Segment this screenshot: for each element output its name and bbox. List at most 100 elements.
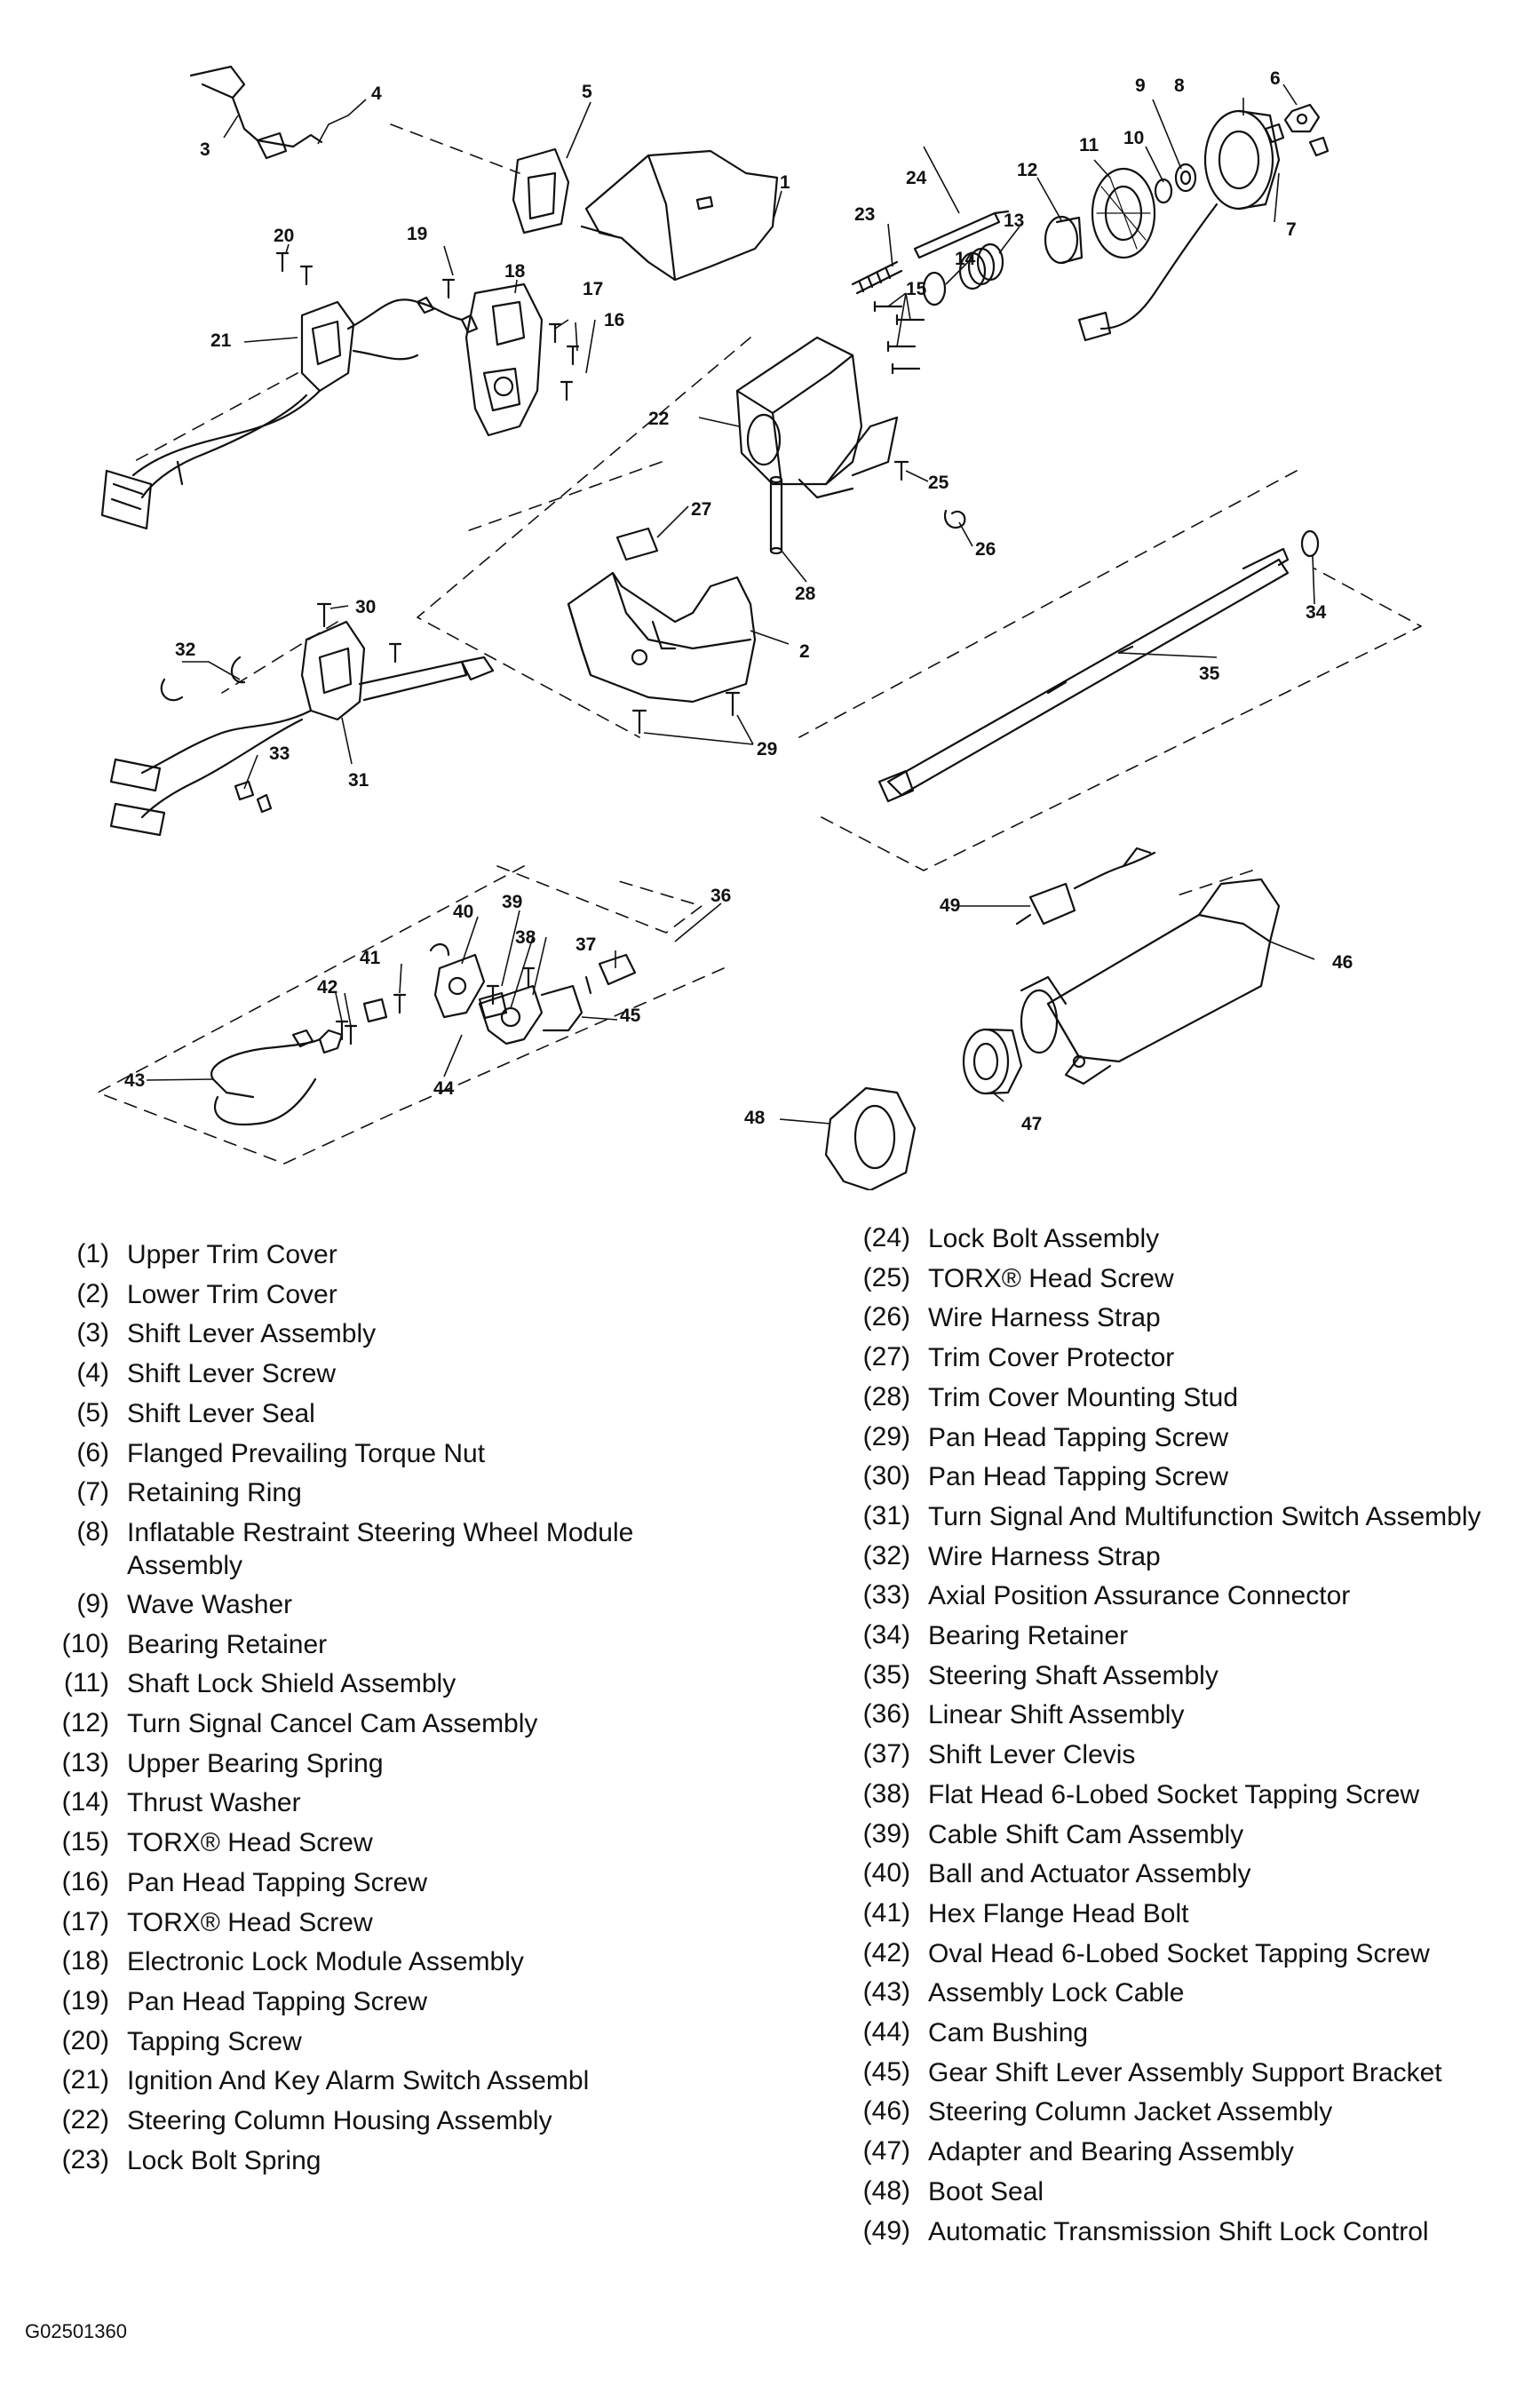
legend-item: (14) Thrust Washer xyxy=(25,1783,735,1823)
legend-item-number: (44) xyxy=(862,2017,910,2047)
callout-6: 6 xyxy=(1270,68,1281,89)
legend-item-number: (37) xyxy=(862,1739,910,1769)
ignition-switch-harness xyxy=(100,296,479,530)
legend-item: (19)Pan Head Tapping Screw xyxy=(25,1982,735,2022)
legend-item: (40)Ball and Actuator Assembly xyxy=(826,1854,1536,1894)
legend-item-number: (33) xyxy=(862,1580,910,1610)
legend-item-number: (8) xyxy=(76,1516,109,1546)
legend-item-label: Wire Harness Strap xyxy=(928,1541,1161,1571)
legend-item-number: (10) xyxy=(61,1628,109,1658)
parts-legend-right: (24)Lock Bolt Assembly(25)TORX® Head Scr… xyxy=(826,1219,1536,2251)
legend-item-label: Wave Washer xyxy=(127,1589,293,1619)
legend-item-number: (36) xyxy=(862,1699,910,1729)
legend-item-label: Lock Bolt Spring xyxy=(127,2145,321,2175)
legend-item-label: Cable Shift Cam Assembly xyxy=(928,1819,1244,1849)
legend-item-label: Inflatable Restraint Steering Wheel Modu… xyxy=(127,1517,634,1580)
callout-42: 42 xyxy=(317,977,337,998)
legend-item: (6)Flanged Prevailing Torque Nut xyxy=(25,1434,735,1474)
callout-46: 46 xyxy=(1332,952,1353,973)
legend-item-number: (20) xyxy=(61,2025,109,2055)
inflatable-restraint-module xyxy=(1077,109,1281,342)
legend-item-label: Bearing Retainer xyxy=(127,1629,328,1659)
shift-lever-assembly xyxy=(189,65,323,160)
callout-40: 40 xyxy=(453,902,473,922)
legend-item-label: Trim Cover Mounting Stud xyxy=(928,1382,1239,1412)
legend-item-label: Shift Lever Assembly xyxy=(127,1319,377,1349)
callout-43: 43 xyxy=(124,1070,145,1091)
callout-49: 49 xyxy=(940,895,960,916)
legend-item-number: (18) xyxy=(61,1946,109,1976)
callout-13: 13 xyxy=(1004,211,1024,231)
legend-item-label: Tapping Screw xyxy=(127,2026,302,2056)
legend-item: (27) Trim Cover Protector xyxy=(826,1338,1536,1378)
legend-item: (24)Lock Bolt Assembly xyxy=(826,1219,1536,1259)
legend-item-label: Shift Lever Seal xyxy=(127,1398,315,1428)
lock-bolt-assembly xyxy=(851,210,1010,295)
legend-item-label: Gear Shift Lever Assembly Support Bracke… xyxy=(928,2057,1442,2087)
callout-9: 9 xyxy=(1135,76,1146,96)
callout-23: 23 xyxy=(854,204,875,225)
callout-32: 32 xyxy=(175,640,195,660)
dashed-outlines xyxy=(97,123,1422,1165)
legend-item: (1)Upper Trim Cover xyxy=(25,1235,735,1275)
legend-item-number: (14) xyxy=(61,1787,109,1817)
legend-item: (39)Cable Shift Cam Assembly xyxy=(826,1815,1536,1855)
axial-position-connector xyxy=(234,780,255,801)
legend-item-label: Shaft Lock Shield Assembly xyxy=(127,1669,456,1699)
legend-item: (20) Tapping Screw xyxy=(25,2022,735,2062)
legend-item: (33) Axial Position Assurance Connector xyxy=(826,1576,1536,1616)
callout-2: 2 xyxy=(799,641,810,662)
legend-item: (26)Wire Harness Strap xyxy=(826,1298,1536,1338)
callout-38: 38 xyxy=(515,927,536,948)
trim-cover-mounting-stud xyxy=(769,475,783,555)
legend-item: (18)Electronic Lock Module Assembly xyxy=(25,1942,735,1982)
callout-3: 3 xyxy=(200,139,210,160)
legend-item: (7)Retaining Ring xyxy=(25,1473,735,1513)
legend-item-number: (25) xyxy=(862,1262,910,1292)
callout-14: 14 xyxy=(955,249,976,269)
callout-41: 41 xyxy=(360,948,381,968)
callout-36: 36 xyxy=(710,886,731,906)
legend-item-label: Steering Shaft Assembly xyxy=(928,1660,1219,1690)
legend-item-label: Ignition And Key Alarm Switch Assembl xyxy=(127,2066,590,2096)
legend-item-label: Lower Trim Cover xyxy=(127,1279,337,1309)
legend-item-label: Pan Head Tapping Screw xyxy=(127,1867,427,1897)
adapter-bearing-assembly xyxy=(962,1028,1023,1095)
legend-item: (15)TORX® Head Screw xyxy=(25,1823,735,1863)
callout-44: 44 xyxy=(433,1078,455,1099)
legend-item-number: (3) xyxy=(76,1318,109,1348)
callout-15: 15 xyxy=(906,279,927,299)
legend-item: (11)Shaft Lock Shield Assembly xyxy=(25,1664,735,1704)
callout-7: 7 xyxy=(1286,219,1297,240)
legend-item: (31)Turn Signal And Multifunction Switch… xyxy=(826,1497,1536,1537)
callout-16: 16 xyxy=(604,310,624,330)
legend-item-number: (12) xyxy=(61,1708,109,1738)
shaft-lock-shield xyxy=(1091,167,1156,259)
figure-code: G02501360 xyxy=(25,2320,127,2342)
legend-item: (8) Inflatable Restraint Steering Wheel M… xyxy=(25,1513,735,1585)
legend-item-label: Trim Cover Protector xyxy=(928,1343,1175,1373)
steering-column-housing xyxy=(735,336,899,499)
legend-item-label: TORX® Head Screw xyxy=(127,1907,373,1937)
legend-item: (23)Lock Bolt Spring xyxy=(25,2141,735,2181)
legend-item-number: (1) xyxy=(76,1239,109,1268)
legend-item-number: (27) xyxy=(862,1342,910,1372)
legend-item: (34)Bearing Retainer xyxy=(826,1616,1536,1656)
legend-item-number: (32) xyxy=(862,1540,910,1570)
legend-item: (25)TORX® Head Screw xyxy=(826,1259,1536,1299)
legend-item-label: Thrust Washer xyxy=(127,1788,301,1818)
turn-signal-multifunction-switch xyxy=(109,602,495,837)
legend-item-number: (4) xyxy=(76,1358,109,1388)
legend-item: (22)Steering Column Housing Assembly xyxy=(25,2101,735,2141)
legend-item-number: (45) xyxy=(862,2056,910,2087)
torx-screw-25 xyxy=(893,460,909,481)
legend-item-label: Pan Head Tapping Screw xyxy=(928,1462,1228,1492)
legend-item-label: Steering Column Jacket Assembly xyxy=(928,2097,1333,2127)
legend-item-label: Axial Position Assurance Connector xyxy=(928,1581,1351,1611)
legend-item-label: Hex Flange Head Bolt xyxy=(928,1898,1189,1928)
legend-item-label: Boot Seal xyxy=(928,2176,1044,2206)
legend-item-label: Automatic Transmission Shift Lock Contro… xyxy=(928,2216,1429,2246)
legend-item-number: (31) xyxy=(862,1500,910,1530)
legend-item-number: (15) xyxy=(61,1827,109,1857)
legend-item: (4)Shift Lever Screw xyxy=(25,1354,735,1394)
